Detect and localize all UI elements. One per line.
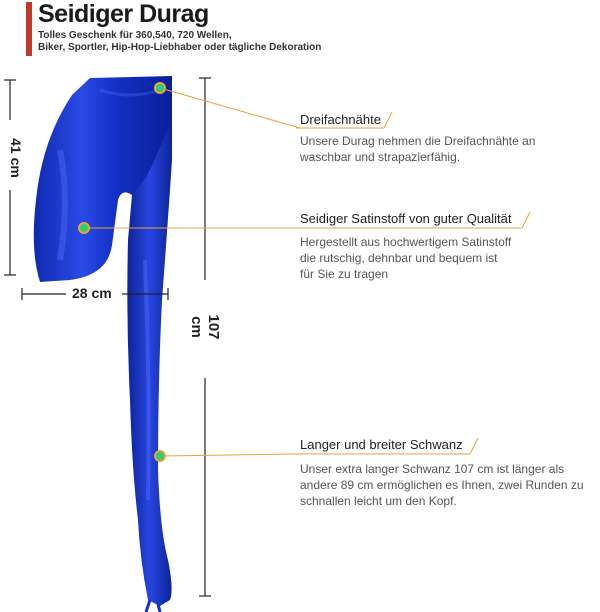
durag-tail bbox=[127, 120, 172, 606]
dimension-28-line bbox=[21, 288, 169, 300]
callout-line-1 bbox=[159, 87, 393, 129]
feature-desc-line: schnallen leicht um den Kopf. bbox=[300, 494, 457, 508]
dimension-107-label: 107 cm bbox=[188, 314, 222, 340]
page-title: Seidiger Durag bbox=[38, 0, 209, 28]
feature-desc-satin: Hergestellt aus hochwertigem Satinstoff … bbox=[300, 234, 580, 282]
feature-title-satin: Seidiger Satinstoff von guter Qualität bbox=[300, 211, 512, 226]
feature-desc-line: für Sie zu tragen bbox=[300, 267, 389, 281]
callout-line-3 bbox=[159, 437, 479, 457]
dimension-28-label: 28 cm bbox=[72, 285, 112, 301]
feature-desc-line: Hergestellt aus hochwertigem Satinstoff bbox=[300, 235, 512, 249]
dimension-41-line bbox=[4, 79, 16, 276]
feature-desc-tail: Unser extra langer Schwanz 107 cm ist lä… bbox=[300, 461, 598, 509]
feature-desc-line: andere 89 cm ermöglichen es Ihnen, zwei … bbox=[300, 478, 584, 492]
marker-dot-3 bbox=[154, 450, 166, 462]
durag-cap bbox=[33, 76, 172, 282]
feature-desc-line: waschbar und strapazierfähig. bbox=[300, 150, 461, 164]
feature-desc-line: Unser extra langer Schwanz 107 cm ist lä… bbox=[300, 462, 565, 476]
callout-line-2 bbox=[84, 211, 531, 229]
title-accent-bar bbox=[26, 2, 32, 56]
feature-desc-line: die rutschig, dehnbar und bequem ist bbox=[300, 251, 498, 265]
dimension-41-label: 41 cm bbox=[8, 138, 24, 178]
feature-title-tail: Langer und breiter Schwanz bbox=[300, 437, 463, 452]
durag-tie bbox=[144, 599, 162, 612]
subtitle-line: Biker, Sportler, Hip-Hop-Liebhaber oder … bbox=[38, 42, 322, 53]
feature-desc-stitching: Unsere Durag nehmen die Dreifachnähte an… bbox=[300, 133, 580, 165]
subtitle-line: Tolles Geschenk für 360,540, 720 Wellen, bbox=[38, 30, 232, 41]
page-subtitle: Tolles Geschenk für 360,540, 720 Wellen,… bbox=[38, 30, 368, 54]
dimension-107-line bbox=[199, 77, 211, 597]
marker-dot-1 bbox=[154, 82, 166, 94]
feature-desc-line: Unsere Durag nehmen die Dreifachnähte an bbox=[300, 134, 536, 148]
marker-dot-2 bbox=[78, 222, 90, 234]
feature-title-stitching: Dreifachnähte bbox=[300, 112, 381, 127]
